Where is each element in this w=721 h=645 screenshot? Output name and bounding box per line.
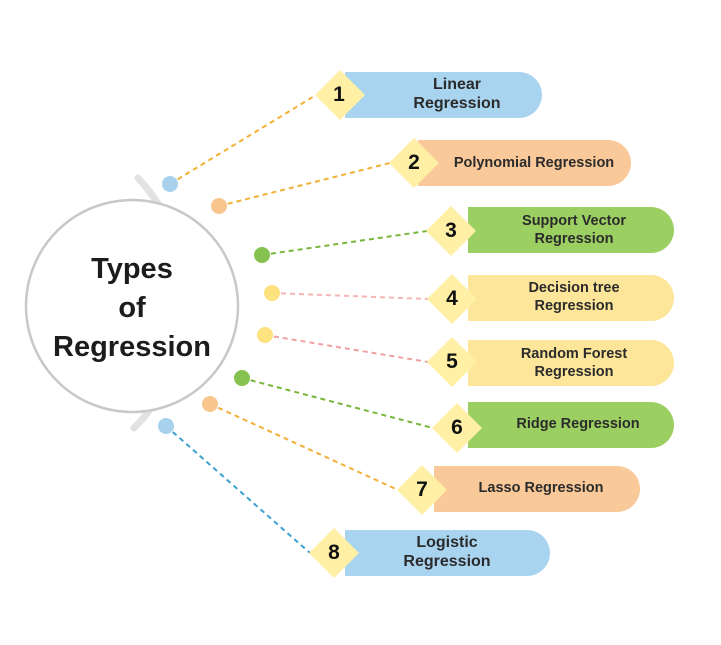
item-label-support-vector-regression: Support Vector Regression (522, 213, 626, 247)
arc-dot-2 (211, 198, 227, 214)
items-layer (158, 70, 674, 578)
arc-dot-8 (158, 418, 174, 434)
item-label-logistic-regression: Logistic Regression (403, 534, 491, 570)
item-number-4: 4 (446, 287, 458, 310)
number-diamond-6 (432, 403, 482, 453)
connector-line-4 (271, 292, 429, 300)
connector-line-6 (241, 377, 434, 429)
item-number-2: 2 (408, 151, 420, 174)
item-label-random-forest-regression: Random Forest Regression (520, 346, 628, 380)
item-bar-6 (468, 402, 674, 448)
connector-line-1 (169, 94, 317, 185)
number-diamond-2 (389, 138, 439, 188)
number-diamond-4 (427, 274, 477, 324)
center-title-line-2: of (118, 291, 146, 324)
number-diamond-1 (315, 70, 365, 120)
arc-dot-3 (254, 247, 270, 263)
item-number-7: 7 (416, 478, 428, 501)
item-number-5: 5 (446, 350, 458, 373)
number-diamond-7 (397, 465, 447, 515)
item-label-polynomial-regression: Polynomial Regression (453, 155, 615, 171)
item-bar-5 (468, 340, 674, 386)
arc-dot-4 (264, 285, 280, 301)
arc-dot-6 (234, 370, 250, 386)
item-label-decision-tree-regression: Decision tree Regression (528, 280, 620, 314)
connector-line-8 (165, 425, 311, 554)
connector-line-3 (261, 230, 428, 256)
item-bar-4 (468, 275, 674, 321)
item-number-1: 1 (333, 83, 345, 106)
arc-dot-7 (202, 396, 218, 412)
item-bar-1 (345, 72, 542, 118)
item-number-3: 3 (445, 219, 457, 242)
item-bar-2 (418, 140, 631, 186)
center-title-line-3: Regression (53, 330, 211, 363)
arc-dot-1 (162, 176, 178, 192)
item-label-linear-regression: Linear Regression (413, 76, 501, 112)
number-diamond-8 (309, 528, 359, 578)
connector-line-5 (264, 334, 429, 363)
item-bar-3 (468, 207, 674, 253)
arc-dot-5 (257, 327, 273, 343)
item-bar-7 (434, 466, 640, 512)
center-circle (24, 198, 240, 414)
connector-line-2 (218, 162, 391, 207)
item-bar-8 (345, 530, 550, 576)
item-label-ridge-regression: Ridge Regression (516, 416, 640, 432)
number-diamond-3 (426, 206, 476, 256)
item-label-lasso-regression: Lasso Regression (478, 480, 604, 496)
item-number-6: 6 (451, 416, 463, 439)
number-diamond-5 (427, 337, 477, 387)
center-title-line-1: Types (91, 252, 173, 285)
center-title: Types of Regression (18, 228, 246, 388)
connector-line-7 (209, 403, 399, 491)
item-number-8: 8 (328, 541, 340, 564)
